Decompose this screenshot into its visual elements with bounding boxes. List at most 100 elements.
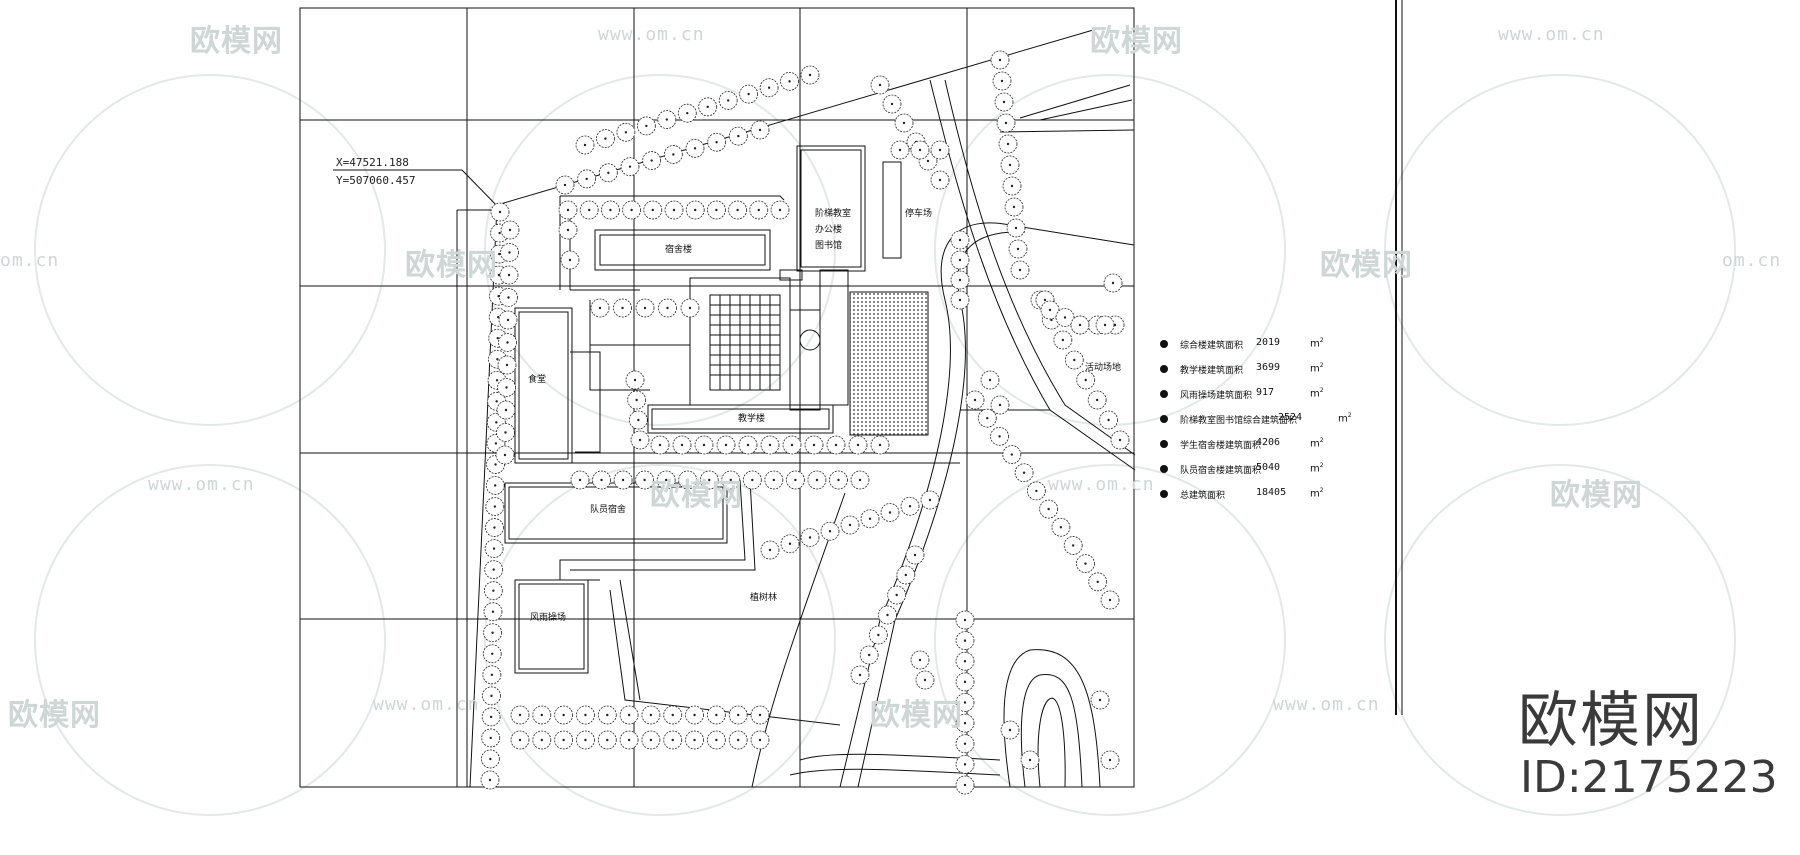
tree-trunk-icon — [758, 738, 762, 742]
tree-trunk-icon — [1084, 378, 1087, 382]
label-woods: 植树林 — [750, 593, 778, 603]
tree-trunk-icon — [958, 258, 962, 262]
tree-trunk-icon — [492, 547, 496, 550]
tree-trunk-icon — [583, 143, 587, 147]
tree-trunk-icon — [600, 478, 603, 482]
tree-trunk-icon — [746, 443, 750, 447]
tree-trunk-icon — [666, 306, 669, 310]
tree-trunk-icon — [963, 763, 967, 766]
watermark-logo: 欧模网 — [870, 698, 963, 733]
tree-trunk-icon — [494, 442, 498, 445]
tree-trunk-icon — [729, 478, 732, 482]
legend-unit-exponent: 2 — [1319, 387, 1324, 394]
tree-trunk-icon — [1048, 308, 1052, 312]
tree-trunk-icon — [788, 80, 791, 83]
legend-unit: m2 — [1310, 387, 1324, 399]
label-activity-ground: 活动场地 — [1085, 363, 1122, 373]
tree-trunk-icon — [672, 208, 676, 212]
tree-trunk-icon — [671, 713, 674, 717]
tree-trunk-icon — [1008, 728, 1012, 732]
bullet-icon — [1160, 490, 1168, 498]
tree-trunk-icon — [848, 523, 852, 527]
tree-trunk-icon — [856, 443, 860, 447]
legend-label: 风雨操场建筑面积 — [1180, 391, 1253, 401]
tree-trunk-icon — [963, 660, 967, 663]
tree-trunk-icon — [708, 478, 711, 482]
tree-trunk-icon — [498, 252, 501, 256]
legend-unit-base: m — [1310, 488, 1320, 500]
tree-trunk-icon — [815, 478, 819, 482]
tree-trunk-icon — [715, 141, 718, 144]
tree-trunk-icon — [540, 713, 544, 717]
tree-trunk-icon — [768, 548, 772, 552]
tree-trunk-icon — [788, 542, 792, 545]
bullet-icon — [1160, 365, 1168, 373]
tree-trunk-icon — [1000, 79, 1004, 83]
tree-trunk-icon — [877, 633, 880, 637]
tree-trunk-icon — [834, 443, 838, 447]
tree-trunk-icon — [497, 273, 501, 277]
legend-unit-base: m — [1310, 363, 1320, 375]
tree-trunk-icon — [938, 178, 942, 182]
tree-trunk-icon — [508, 251, 511, 254]
tree-trunk-icon — [1108, 758, 1112, 762]
tree-trunk-icon — [1016, 247, 1020, 251]
tree-trunk-icon — [621, 478, 625, 482]
legend-value: 4206 — [1256, 437, 1281, 448]
legend-value: 5040 — [1256, 462, 1281, 473]
tree-trunk-icon — [630, 208, 633, 212]
tree-trunk-icon — [585, 177, 588, 181]
tree-trunk-icon — [495, 421, 498, 424]
tree-trunk-icon — [628, 165, 632, 168]
tree-trunk-icon — [493, 526, 496, 529]
tree-trunk-icon — [998, 403, 1002, 407]
watermark-url: om.cn — [1722, 250, 1782, 271]
tree-trunk-icon — [747, 92, 750, 96]
legend-value: 3699 — [1256, 362, 1281, 373]
tree-trunk-icon — [609, 208, 612, 212]
legend-label: 学生宿舍楼建筑面积 — [1180, 441, 1262, 451]
tree-trunk-icon — [507, 273, 511, 277]
tree-trunk-icon — [1063, 316, 1067, 319]
tree-trunk-icon — [1028, 758, 1032, 762]
tree-trunk-icon — [563, 183, 567, 187]
tree-trunk-icon — [963, 701, 967, 704]
tree-trunk-icon — [706, 105, 709, 109]
legend-unit-base: m — [1338, 413, 1348, 425]
tree-trunk-icon — [505, 386, 508, 389]
watermark-logo: 欧模网 — [1550, 478, 1643, 513]
tree-trunk-icon — [895, 593, 898, 597]
tree-trunk-icon — [1103, 323, 1107, 327]
tree-trunk-icon — [1010, 184, 1014, 188]
tree-trunk-icon — [1108, 598, 1112, 602]
tree-trunk-icon — [607, 171, 610, 174]
label-staff-dorm: 队员宿舍 — [590, 505, 627, 515]
tree-trunk-icon — [686, 111, 689, 115]
bullet-icon — [1160, 415, 1168, 423]
tree-trunk-icon — [637, 418, 640, 422]
tree-trunk-icon — [489, 736, 492, 740]
tree-trunk-icon — [868, 517, 872, 520]
legend-label: 总建筑面积 — [1180, 491, 1226, 501]
tree-trunk-icon — [998, 435, 1001, 438]
tree-trunk-icon — [490, 694, 493, 698]
tree-trunk-icon — [505, 363, 509, 367]
tree-trunk-icon — [494, 463, 497, 466]
label-parking: 停车场 — [905, 209, 933, 219]
tree-trunk-icon — [688, 306, 692, 310]
tree-trunk-icon — [963, 618, 967, 622]
legend-label: 阶梯教室图书馆综合建筑面积 — [1180, 416, 1298, 426]
watermark-circles — [34, 74, 1736, 816]
tree-trunk-icon — [693, 738, 696, 742]
tree-trunk-icon — [1098, 698, 1102, 702]
tree-trunk-icon — [768, 443, 772, 447]
tree-trunk-icon — [492, 568, 495, 571]
tree-trunk-icon — [606, 713, 609, 717]
tree-trunk-icon — [650, 159, 653, 162]
tree-trunk-icon — [604, 137, 607, 140]
brand-id: ID:2175223 — [1520, 752, 1778, 803]
watermark-logo: 欧模网 — [1090, 24, 1183, 59]
tree-trunk-icon — [680, 443, 684, 447]
